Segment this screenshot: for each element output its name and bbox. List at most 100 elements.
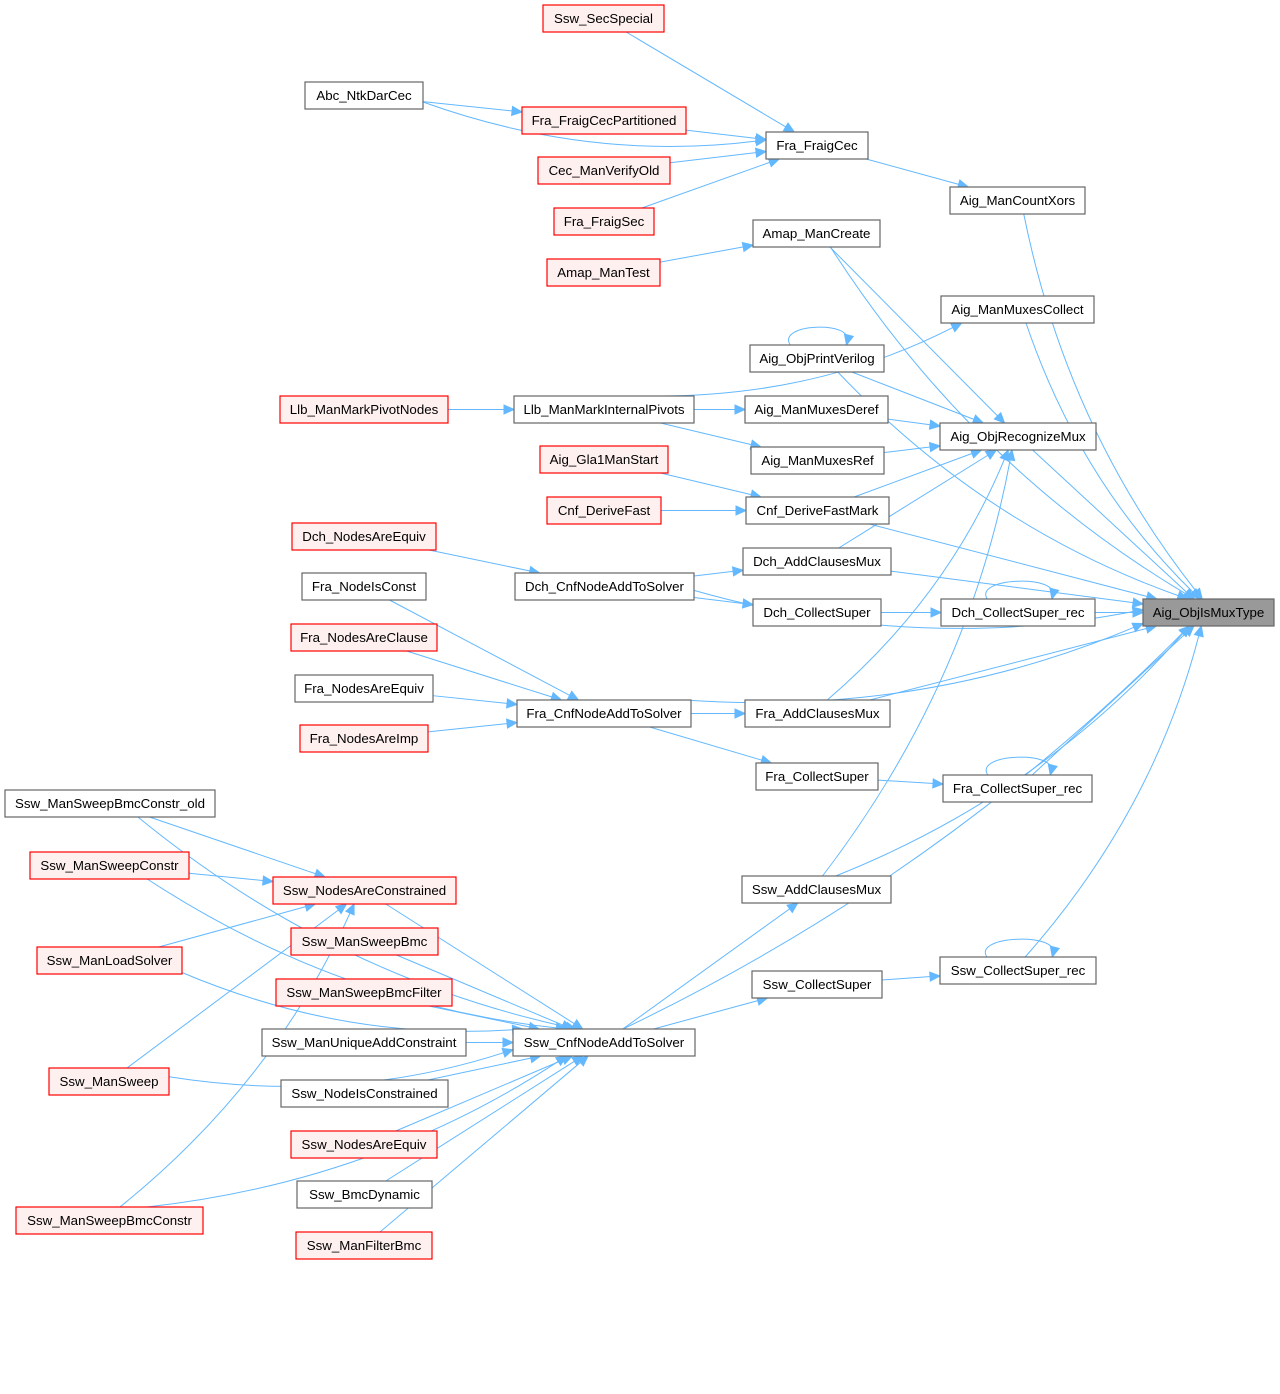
node-dch_collectsuper_rec[interactable]: Dch_CollectSuper_rec xyxy=(940,598,1096,627)
node-fra_cnfnodeaddtosolver[interactable]: Fra_CnfNodeAddToSolver xyxy=(516,699,692,728)
node-box[interactable] xyxy=(29,851,190,880)
node-box[interactable] xyxy=(546,496,662,525)
node-box[interactable] xyxy=(539,445,669,474)
node-llb_manmarkinternalpivots[interactable]: Llb_ManMarkInternalPivots xyxy=(513,395,695,424)
node-box[interactable] xyxy=(279,395,449,424)
node-box[interactable] xyxy=(742,547,892,576)
node-fra_nodesareclause[interactable]: Fra_NodesAreClause xyxy=(290,623,438,652)
node-ssw_nodesareconstrained[interactable]: Ssw_NodesAreConstrained xyxy=(272,876,457,905)
node-box[interactable] xyxy=(939,422,1097,451)
node-ssw_mansweepbmcconstr_old[interactable]: Ssw_ManSweepBmcConstr_old xyxy=(4,789,216,818)
node-fra_addclausesmux[interactable]: Fra_AddClausesMux xyxy=(744,699,891,728)
node-box[interactable] xyxy=(752,598,882,627)
node-box[interactable] xyxy=(304,81,424,110)
node-box[interactable] xyxy=(744,699,891,728)
node-box[interactable] xyxy=(546,258,661,287)
node-ssw_mansweepbmc[interactable]: Ssw_ManSweepBmc xyxy=(290,927,439,956)
node-ssw_nodeisconstrained[interactable]: Ssw_NodeIsConstrained xyxy=(280,1079,449,1108)
node-ssw_mansweep[interactable]: Ssw_ManSweep xyxy=(48,1067,170,1096)
node-dch_nodesareequiv[interactable]: Dch_NodesAreEquiv xyxy=(291,522,437,551)
node-box[interactable] xyxy=(295,1231,433,1260)
node-box[interactable] xyxy=(521,106,687,135)
node-box[interactable] xyxy=(301,572,427,601)
node-fra_nodesareimp[interactable]: Fra_NodesAreImp xyxy=(299,724,429,753)
node-fra_collectsuper_rec[interactable]: Fra_CollectSuper_rec xyxy=(942,774,1093,803)
node-dch_cnfnodeaddtosolver[interactable]: Dch_CnfNodeAddToSolver xyxy=(514,572,695,601)
node-box[interactable] xyxy=(940,295,1095,324)
node-cnf_derivefast[interactable]: Cnf_DeriveFast xyxy=(546,496,662,525)
node-box[interactable] xyxy=(4,789,216,818)
node-dch_addclausesmux[interactable]: Dch_AddClausesMux xyxy=(742,547,892,576)
node-aig_manmuxesref[interactable]: Aig_ManMuxesRef xyxy=(750,446,885,475)
node-aig_mancountxors[interactable]: Aig_ManCountXors xyxy=(949,186,1086,215)
node-box[interactable] xyxy=(296,1180,433,1209)
node-fra_fraigsec[interactable]: Fra_FraigSec xyxy=(553,207,655,236)
node-box[interactable] xyxy=(291,522,437,551)
node-box[interactable] xyxy=(741,875,892,904)
node-box[interactable] xyxy=(294,674,434,703)
node-box[interactable] xyxy=(512,1028,696,1057)
node-box[interactable] xyxy=(750,446,885,475)
node-ssw_nodesareequiv[interactable]: Ssw_NodesAreEquiv xyxy=(290,1130,438,1159)
node-ssw_bmcdynamic[interactable]: Ssw_BmcDynamic xyxy=(296,1180,433,1209)
node-box[interactable] xyxy=(513,395,695,424)
root-node-root[interactable]: Aig_ObjIsMuxType xyxy=(1142,598,1275,627)
node-box[interactable] xyxy=(1142,598,1275,627)
node-box[interactable] xyxy=(751,970,883,999)
node-llb_manmarkpivotnodes[interactable]: Llb_ManMarkPivotNodes xyxy=(279,395,449,424)
node-box[interactable] xyxy=(290,927,439,956)
node-amap_mancreate[interactable]: Amap_ManCreate xyxy=(752,219,881,248)
node-box[interactable] xyxy=(15,1206,204,1235)
node-box[interactable] xyxy=(290,623,438,652)
node-ssw_addclausesmux[interactable]: Ssw_AddClausesMux xyxy=(741,875,892,904)
node-box[interactable] xyxy=(537,156,671,185)
node-dch_collectsuper[interactable]: Dch_CollectSuper xyxy=(752,598,882,627)
node-ssw_cnfnodeaddtosolver[interactable]: Ssw_CnfNodeAddToSolver xyxy=(512,1028,696,1057)
node-box[interactable] xyxy=(272,876,457,905)
node-ssw_mansweepbmcfilter[interactable]: Ssw_ManSweepBmcFilter xyxy=(275,978,453,1007)
node-box[interactable] xyxy=(514,572,695,601)
node-aig_manmuxescollect[interactable]: Aig_ManMuxesCollect xyxy=(940,295,1095,324)
node-ssw_manfilterbmc[interactable]: Ssw_ManFilterBmc xyxy=(295,1231,433,1260)
node-fra_fraigcecpartitioned[interactable]: Fra_FraigCecPartitioned xyxy=(521,106,687,135)
node-ssw_collectsuper[interactable]: Ssw_CollectSuper xyxy=(751,970,883,999)
node-box[interactable] xyxy=(765,131,869,160)
node-aig_gla1manstart[interactable]: Aig_Gla1ManStart xyxy=(539,445,669,474)
node-fra_nodeisconst[interactable]: Fra_NodeIsConst xyxy=(301,572,427,601)
node-aig_objprintverilog[interactable]: Aig_ObjPrintVerilog xyxy=(749,344,885,373)
node-box[interactable] xyxy=(744,395,889,424)
node-fra_nodesareequiv[interactable]: Fra_NodesAreEquiv xyxy=(294,674,434,703)
node-box[interactable] xyxy=(261,1028,467,1057)
node-box[interactable] xyxy=(553,207,655,236)
node-aig_objrecognizemux[interactable]: Aig_ObjRecognizeMux xyxy=(939,422,1097,451)
node-abc_ntkdarcec[interactable]: Abc_NtkDarCec xyxy=(304,81,424,110)
node-box[interactable] xyxy=(280,1079,449,1108)
node-ssw_collectsuper_rec[interactable]: Ssw_CollectSuper_rec xyxy=(939,956,1097,985)
node-box[interactable] xyxy=(290,1130,438,1159)
node-ssw_mansweepbmcconstr[interactable]: Ssw_ManSweepBmcConstr xyxy=(15,1206,204,1235)
node-cnf_derivefastmark[interactable]: Cnf_DeriveFastMark xyxy=(745,496,890,525)
node-box[interactable] xyxy=(942,774,1093,803)
node-box[interactable] xyxy=(939,956,1097,985)
node-box[interactable] xyxy=(48,1067,170,1096)
node-box[interactable] xyxy=(299,724,429,753)
node-box[interactable] xyxy=(755,762,879,791)
node-box[interactable] xyxy=(949,186,1086,215)
node-ssw_mansweepconstr[interactable]: Ssw_ManSweepConstr xyxy=(29,851,190,880)
node-ssw_secspecial[interactable]: Ssw_SecSpecial xyxy=(542,4,665,33)
node-fra_fraigcec[interactable]: Fra_FraigCec xyxy=(765,131,869,160)
node-aig_manmuxesderef[interactable]: Aig_ManMuxesDeref xyxy=(744,395,889,424)
node-box[interactable] xyxy=(275,978,453,1007)
node-cec_manverifyold[interactable]: Cec_ManVerifyOld xyxy=(537,156,671,185)
node-box[interactable] xyxy=(752,219,881,248)
node-ssw_manuniqueaddconstraint[interactable]: Ssw_ManUniqueAddConstraint xyxy=(261,1028,467,1057)
node-fra_collectsuper[interactable]: Fra_CollectSuper xyxy=(755,762,879,791)
node-box[interactable] xyxy=(516,699,692,728)
node-box[interactable] xyxy=(749,344,885,373)
node-box[interactable] xyxy=(542,4,665,33)
node-amap_mantest[interactable]: Amap_ManTest xyxy=(546,258,661,287)
node-box[interactable] xyxy=(36,946,183,975)
node-ssw_manloadsolver[interactable]: Ssw_ManLoadSolver xyxy=(36,946,183,975)
node-box[interactable] xyxy=(745,496,890,525)
node-box[interactable] xyxy=(940,598,1096,627)
